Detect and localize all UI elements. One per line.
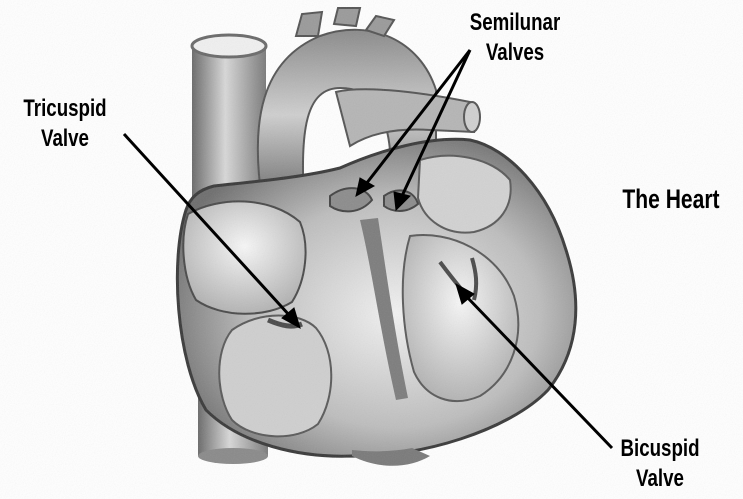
- label-tricuspid-valve: Tricuspid Valve: [14, 94, 115, 154]
- label-tricuspid-line1: Tricuspid: [14, 94, 115, 124]
- label-tricuspid-line2: Valve: [14, 124, 115, 154]
- label-semilunar-line1: Semilunar: [457, 8, 574, 38]
- label-bicuspid-valve: Bicuspid Valve: [605, 434, 714, 494]
- diagram-title: The Heart: [613, 184, 730, 214]
- label-bicuspid-line1: Bicuspid: [605, 434, 714, 464]
- label-bicuspid-line2: Valve: [605, 464, 714, 494]
- label-semilunar-line2: Valves: [457, 38, 574, 68]
- label-semilunar-valves: Semilunar Valves: [457, 8, 574, 68]
